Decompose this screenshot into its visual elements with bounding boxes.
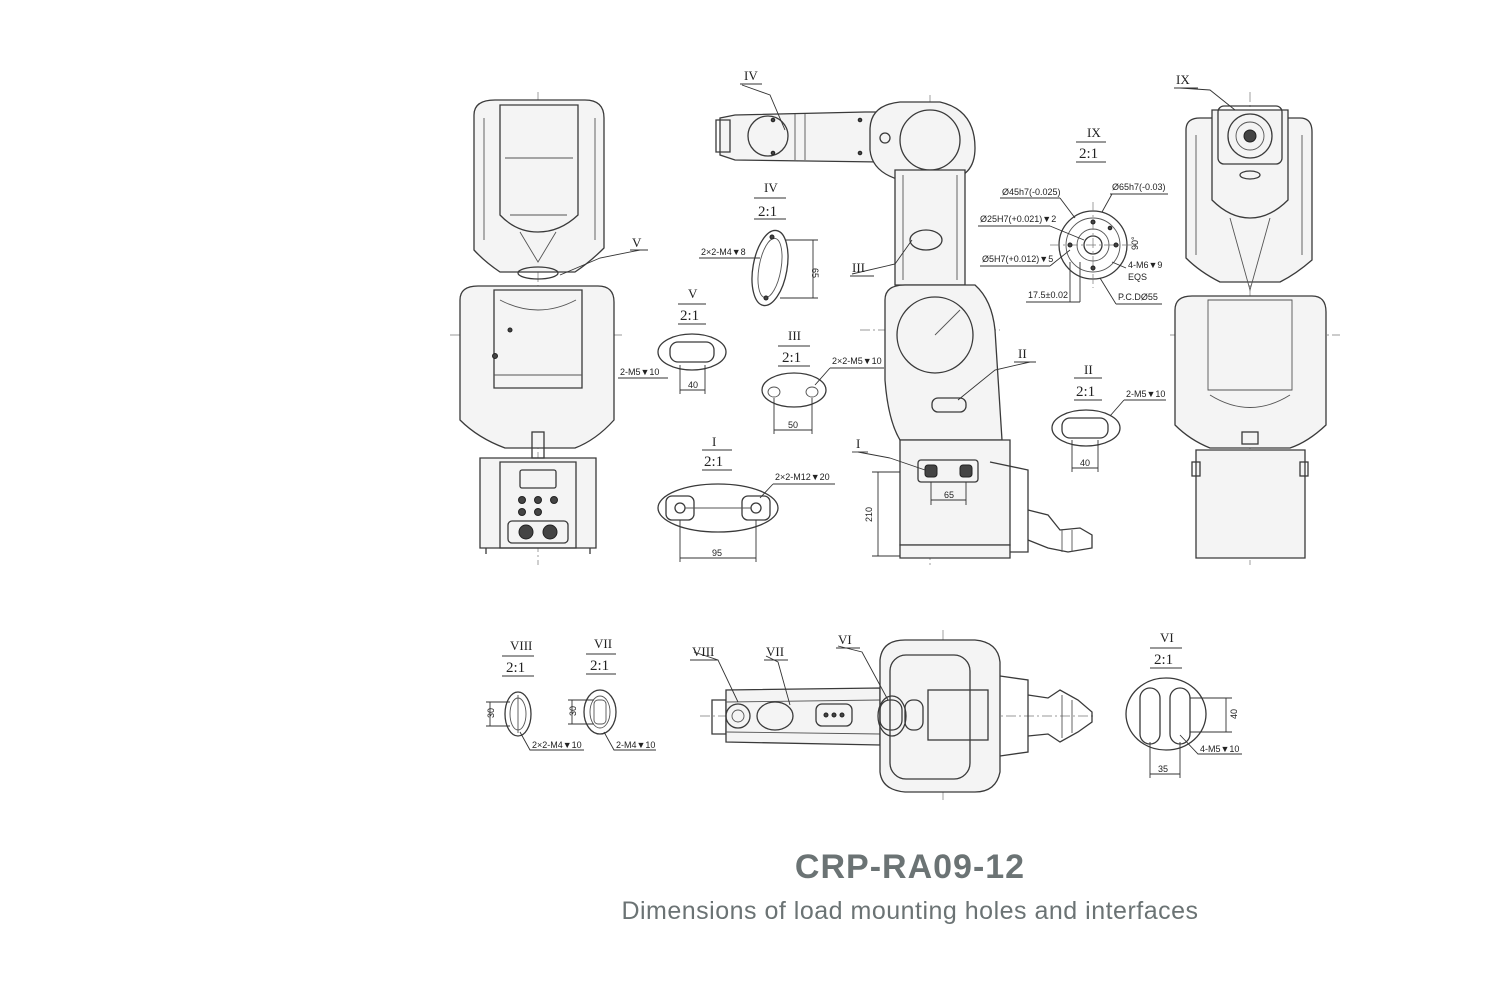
- detail-VI: VI 2:1 35 40 4-M5▼10: [1125, 630, 1242, 778]
- detail-VI-label: 4-M5▼10: [1200, 744, 1239, 754]
- detail-VII: VII 2:1 30 2-M4▼10: [568, 636, 656, 751]
- detail-IX-label-4: 4-M6▼9: [1128, 260, 1162, 270]
- detail-V-label: 2-M5▼10: [620, 367, 659, 377]
- detail-VI-dim-v: 40: [1229, 709, 1239, 719]
- detail-IX-label-3: Ø5H7(+0.012)▼5: [982, 254, 1053, 264]
- detail-IX-scale: 2:1: [1079, 146, 1098, 162]
- detail-III-label: 2×2-M5▼10: [832, 356, 882, 366]
- detail-VI-title: VI: [1160, 630, 1174, 645]
- callout-II: II: [1018, 346, 1027, 361]
- detail-III-title: III: [788, 328, 801, 343]
- detail-III-scale: 2:1: [782, 350, 801, 366]
- callout-IX: IX: [1176, 72, 1190, 87]
- front-view: V: [450, 92, 648, 565]
- rear-view: IX: [1170, 72, 1340, 565]
- side-dim-height: 210: [864, 507, 874, 522]
- detail-VIII: VIII 2:1 30 2×2-M4▼10: [486, 638, 584, 751]
- detail-II-dim: 40: [1080, 458, 1090, 468]
- detail-VII-title: VII: [594, 636, 612, 651]
- detail-IX-title: IX: [1087, 125, 1101, 140]
- detail-II-title: II: [1084, 362, 1093, 377]
- caption-subtitle: Dimensions of load mounting holes and in…: [621, 897, 1199, 925]
- detail-VIII-scale: 2:1: [506, 660, 525, 676]
- detail-I-dim: 95: [712, 548, 722, 558]
- detail-IX-label-0: Ø45h7(-0.025): [1002, 187, 1061, 197]
- detail-II-scale: 2:1: [1076, 384, 1095, 400]
- callout-V-front: V: [632, 235, 642, 250]
- detail-VIII-dim: 30: [486, 708, 496, 718]
- detail-IV-scale: 2:1: [758, 204, 777, 220]
- detail-VII-dim: 30: [568, 706, 578, 716]
- detail-IV-title: IV: [764, 180, 778, 195]
- callout-VII: VII: [766, 644, 784, 659]
- callout-III: III: [852, 260, 865, 275]
- detail-VI-scale: 2:1: [1154, 652, 1173, 668]
- detail-VII-label: 2-M4▼10: [616, 740, 655, 750]
- callout-VIII: VIII: [692, 644, 714, 659]
- detail-IV-dim: 65: [810, 268, 820, 278]
- callout-IV: IV: [744, 68, 758, 83]
- side-dim-width: 65: [944, 490, 954, 500]
- detail-VIII-label: 2×2-M4▼10: [532, 740, 582, 750]
- side-view: 210 65 IV III II I: [715, 68, 1093, 565]
- detail-V-scale: 2:1: [680, 308, 699, 324]
- caption-title: CRP-RA09-12: [794, 848, 1026, 886]
- detail-IX-label-1: Ø65h7(-0.03): [1112, 182, 1166, 192]
- detail-II: II 2:1 40 2-M5▼10: [1051, 362, 1166, 472]
- callout-I: I: [856, 436, 860, 451]
- detail-V: V 2:1 40 2-M5▼10: [618, 286, 727, 394]
- detail-III-dim: 50: [788, 420, 798, 430]
- detail-IX-label-5: EQS: [1128, 272, 1147, 282]
- detail-IX-label-6: 17.5±0.02: [1028, 290, 1068, 300]
- detail-I-scale: 2:1: [704, 454, 723, 470]
- detail-VI-dim-h: 35: [1158, 764, 1168, 774]
- detail-V-dim: 40: [688, 380, 698, 390]
- detail-II-label: 2-M5▼10: [1126, 389, 1165, 399]
- detail-IX-label-2: Ø25H7(+0.021)▼2: [980, 214, 1056, 224]
- detail-IX-label-7: P.C.DØ55: [1118, 292, 1158, 302]
- detail-I-title: I: [712, 434, 716, 449]
- detail-V-title: V: [688, 286, 698, 301]
- detail-IV-label: 2×2-M4▼8: [701, 247, 746, 257]
- callout-VI: VI: [838, 632, 852, 647]
- detail-III: III 2:1 50 2×2-M5▼10: [761, 328, 884, 434]
- detail-IX: IX 2:1 Ø45h7(-0.025) Ø65h7(-0.03) Ø25H7(…: [978, 125, 1168, 305]
- detail-I-label: 2×2-M12▼20: [775, 472, 830, 482]
- detail-IX-label-8: 90°: [1130, 236, 1140, 250]
- top-view: VIII VII VI: [690, 630, 1095, 800]
- detail-IV: IV 2:1 65 2×2-M4▼8: [699, 180, 820, 307]
- detail-VIII-title: VIII: [510, 638, 532, 653]
- detail-I: I 2:1 95 2×2-M12▼20: [657, 434, 835, 562]
- detail-VII-scale: 2:1: [590, 658, 609, 674]
